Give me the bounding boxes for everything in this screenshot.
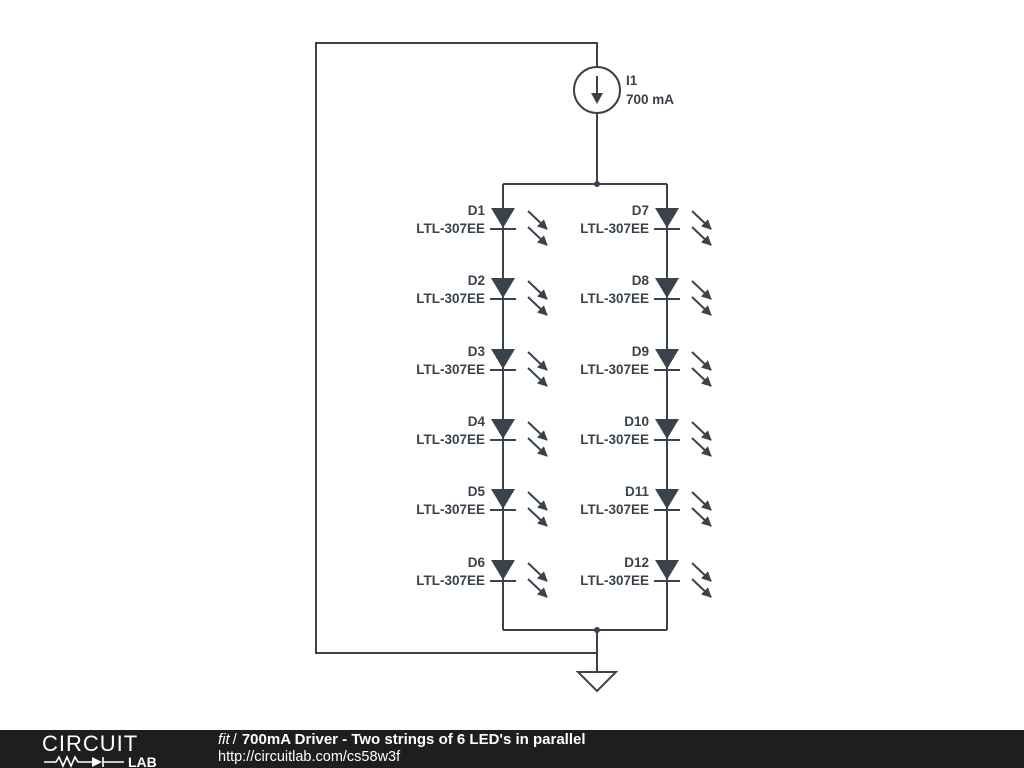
current-source [573, 66, 621, 114]
led-ref-label: D2 [468, 273, 485, 288]
led-ref-label: D10 [624, 414, 649, 429]
ground-symbol [575, 671, 619, 693]
led-ref-label: D11 [625, 484, 650, 499]
led-part-label: LTL-307EE [416, 432, 485, 447]
circuit-title: fit/700mA Driver - Two strings of 6 LED'… [218, 731, 586, 748]
circuit-title-text: 700mA Driver - Two strings of 6 LED's in… [241, 731, 586, 748]
junction-bottom [594, 627, 600, 633]
led-ref-label: D4 [468, 414, 486, 429]
led-part-label: LTL-307EE [580, 291, 649, 306]
led-part-label: LTL-307EE [416, 573, 485, 588]
footer-bar: CIRCUIT LAB fit/700mA Driver - Two strin… [0, 730, 1024, 768]
led-ref-label: D1 [468, 203, 486, 218]
logo-bottom-text: LAB [128, 754, 157, 768]
led-part-label: LTL-307EE [580, 502, 649, 517]
led-ref-label: D8 [632, 273, 650, 288]
source-value: 700 mA [626, 92, 674, 107]
source-name: I1 [626, 73, 638, 88]
led-part-label: LTL-307EE [580, 221, 649, 236]
led-part-label: LTL-307EE [580, 573, 649, 588]
led-ref-label: D6 [468, 555, 486, 570]
view-mode-label: fit [218, 731, 230, 748]
led-part-label: LTL-307EE [416, 502, 485, 517]
led-ref-label: D9 [632, 344, 649, 359]
led-part-label: LTL-307EE [416, 221, 485, 236]
led-part-label: LTL-307EE [416, 362, 485, 377]
led-part-label: LTL-307EE [580, 362, 649, 377]
led-part-label: LTL-307EE [580, 432, 649, 447]
led-ref-label: D7 [632, 203, 649, 218]
led-strings: D1LTL-307EED2LTL-307EED3LTL-307EED4LTL-3… [416, 203, 712, 598]
led-ref-label: D12 [624, 555, 649, 570]
logo-top-text: CIRCUIT [42, 731, 138, 756]
circuit-url[interactable]: http://circuitlab.com/cs58w3f [218, 749, 401, 765]
circuit-schematic: I1 700 mA D1LTL-307EED2LTL-307EED3LTL-30… [315, 42, 712, 693]
led-ref-label: D5 [468, 484, 486, 499]
junction-top [594, 181, 600, 187]
led-part-label: LTL-307EE [416, 291, 485, 306]
led-ref-label: D3 [468, 344, 486, 359]
wires [315, 42, 668, 672]
circuitlab-logo: CIRCUIT LAB [42, 731, 157, 768]
